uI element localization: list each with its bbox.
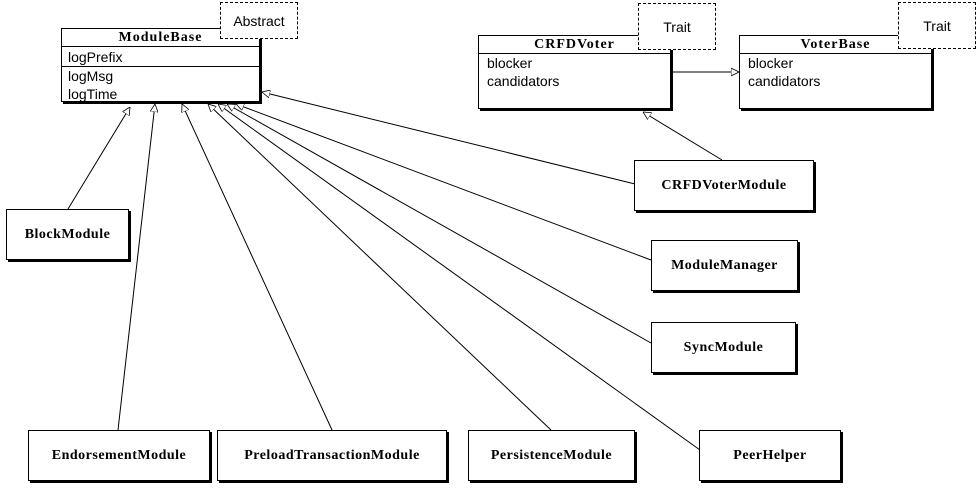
attribute-candidators: candidators <box>748 73 821 89</box>
attribute-blocker: blocker <box>748 55 794 71</box>
class-voterbase-name: VoterBase <box>740 36 931 54</box>
attribute-logtime: logTime <box>68 86 118 102</box>
class-preloadtransactionmodule[interactable]: PreloadTransactionModule <box>217 430 447 481</box>
class-persistencemodule[interactable]: PersistenceModule <box>468 430 635 481</box>
class-crfdvotermodule[interactable]: CRFDVoterModule <box>634 160 814 211</box>
stereotype-trait: Trait <box>898 2 976 49</box>
edge-blockmodule-modulebase <box>67 107 130 210</box>
class-syncmodule[interactable]: SyncModule <box>651 322 796 373</box>
class-voterbase[interactable]: VoterBase blocker candidators <box>739 35 932 109</box>
edge-persistencemodule-modulebase <box>208 104 552 431</box>
attribute-candidators: candidators <box>487 73 560 89</box>
class-modulebase-name: ModuleBase <box>62 29 259 47</box>
edge-syncmodule-modulebase <box>227 104 652 344</box>
attribute-logmsg: logMsg <box>62 66 259 85</box>
edge-endorsementmodule-modulebase <box>117 104 155 431</box>
class-crfdvoter-name: CRFDVoter <box>479 36 670 54</box>
stereotype-trait: Trait <box>638 3 716 50</box>
edge-peerhelper-modulebase <box>218 104 701 451</box>
class-peerhelper[interactable]: PeerHelper <box>699 430 841 481</box>
edge-crfdvotermodule-modulebase <box>262 92 636 185</box>
edge-crfdvotermodule-crfdvoter <box>643 112 723 161</box>
attribute-blocker: blocker <box>487 55 533 71</box>
class-blockmodule[interactable]: BlockModule <box>6 209 129 260</box>
class-crfdvoter[interactable]: CRFDVoter blocker candidators <box>478 35 671 109</box>
edge-modulemanager-modulebase <box>236 104 652 261</box>
class-endorsementmodule[interactable]: EndorsementModule <box>28 430 210 481</box>
edge-preloadtransactionmodule-modulebase <box>182 104 333 431</box>
stereotype-abstract: Abstract <box>220 2 298 39</box>
attribute-logprefix: logPrefix <box>68 49 123 65</box>
class-modulebase[interactable]: ModuleBase logPrefix logMsg logTime <box>61 28 260 102</box>
class-modulemanager[interactable]: ModuleManager <box>651 240 798 291</box>
